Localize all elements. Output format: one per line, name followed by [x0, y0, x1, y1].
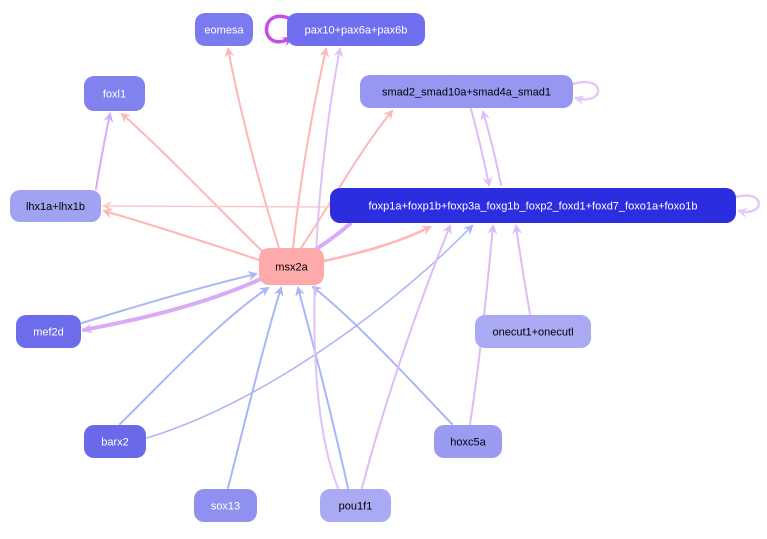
node-msx2a[interactable]: msx2a: [259, 248, 324, 285]
edge-pou1f1-to-msx2a: [295, 286, 349, 489]
edge-msx2a-to-eomesa: [224, 47, 280, 249]
edge-pou1f1-to-foxp1a: [361, 224, 452, 489]
node-lhx1a[interactable]: lhx1a+lhx1b: [10, 190, 101, 222]
node-shape-msx2a[interactable]: [259, 248, 324, 285]
edge-foxp1a-to-smad2: [480, 110, 502, 186]
edge-msx2a-to-pax10: [292, 47, 330, 249]
edge-msx2a-to-foxl1: [120, 112, 264, 253]
edge-pax10-to-pax10: [264, 14, 295, 47]
node-foxp1a[interactable]: foxp1a+foxp1b+foxp3a_foxg1b_foxp2_foxd1+…: [330, 188, 736, 223]
edge-msx2a-to-lhx1a: [102, 208, 260, 261]
node-shape-hoxc5a[interactable]: [434, 425, 502, 458]
edge-smad2-to-smad2: [571, 80, 600, 105]
edge-barx2-to-foxp1a: [146, 224, 474, 439]
node-shape-eomesa[interactable]: [195, 13, 253, 46]
node-mef2d[interactable]: mef2d: [16, 315, 81, 348]
node-shape-onecut1[interactable]: [475, 315, 591, 348]
node-shape-pax10[interactable]: [287, 13, 425, 46]
edge-sox13-to-msx2a: [227, 286, 284, 489]
node-foxl1[interactable]: foxl1: [84, 76, 145, 111]
node-shape-pou1f1[interactable]: [320, 489, 391, 522]
node-shape-mef2d[interactable]: [16, 315, 81, 348]
edge-msx2a-to-foxp1a: [322, 225, 432, 263]
node-eomesa[interactable]: eomesa: [195, 13, 253, 46]
node-shape-foxp1a[interactable]: [330, 188, 736, 223]
edge-msx2a-to-smad2: [300, 109, 394, 249]
edge-mef2d-to-msx2a: [81, 270, 258, 324]
node-barx2[interactable]: barx2: [84, 425, 146, 458]
node-shape-barx2[interactable]: [84, 425, 146, 458]
edge-smad2-to-foxp1a: [470, 108, 493, 187]
node-shape-smad2[interactable]: [360, 75, 573, 108]
node-shape-sox13[interactable]: [194, 489, 257, 522]
node-smad2[interactable]: smad2_smad10a+smad4a_smad1: [360, 75, 573, 108]
edge-foxp1a-to-lhx1a: [102, 201, 331, 212]
edge-lhx1a-to-foxl1: [95, 112, 114, 190]
node-shape-foxl1[interactable]: [84, 76, 145, 111]
edge-foxp1a-to-foxp1a: [734, 194, 761, 218]
edge-foxp1a-to-mef2d: [82, 222, 352, 334]
node-pax10[interactable]: pax10+pax6a+pax6b: [287, 13, 425, 46]
node-hoxc5a[interactable]: hoxc5a: [434, 425, 502, 458]
edge-hoxc5a-to-msx2a: [311, 285, 453, 425]
node-shape-lhx1a[interactable]: [10, 190, 101, 222]
edge-barx2-to-msx2a: [119, 286, 270, 425]
node-sox13[interactable]: sox13: [194, 489, 257, 522]
node-pou1f1[interactable]: pou1f1: [320, 489, 391, 522]
edge-onecut1-to-foxp1a: [512, 224, 531, 315]
node-onecut1[interactable]: onecut1+onecutl: [475, 315, 591, 348]
